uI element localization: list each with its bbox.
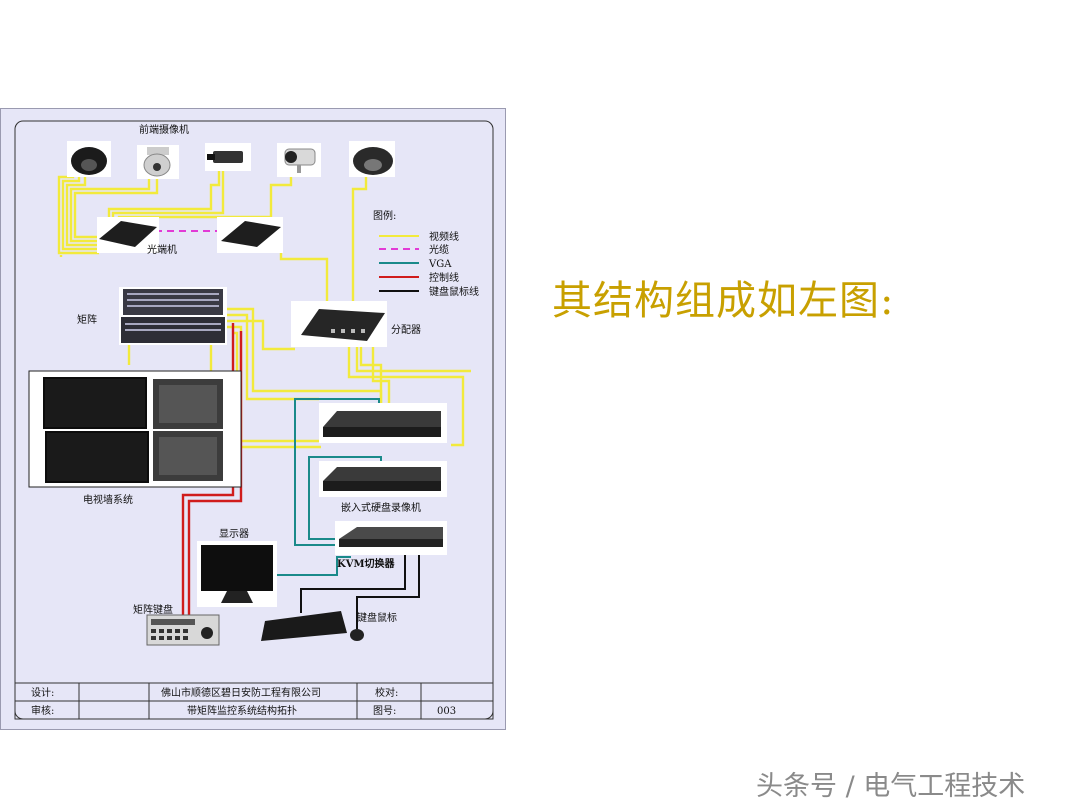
matrix-keyboard-icon xyxy=(146,614,220,646)
bullet-camera-icon xyxy=(277,143,321,177)
optical-transmitter-icon xyxy=(97,217,159,253)
label-dvr: 嵌入式硬盘录像机 xyxy=(341,501,421,514)
video-lines xyxy=(57,169,471,467)
title-block-company: 佛山市顺德区碧日安防工程有限公司 xyxy=(161,686,321,699)
lcd-monitor-icon xyxy=(45,431,149,483)
label-front-cameras: 前端摄像机 xyxy=(139,123,189,136)
optical-receiver-icon xyxy=(217,217,283,253)
title-block xyxy=(14,682,494,720)
watermark-text: 头条号 / 电气工程技术 xyxy=(756,771,1026,802)
title-block-review-label: 审核: xyxy=(31,704,54,717)
label-kvm: KVM切换器 xyxy=(337,557,396,570)
title-block-drawing-no: 003 xyxy=(437,706,456,717)
label-keyboard-mouse: 键盘鼠标 xyxy=(357,611,397,624)
tv-wall xyxy=(28,370,242,488)
front-cameras xyxy=(67,141,395,179)
topology-diagram: 前端摄像机 光端机 图例: 视频线 光缆 VGA 控制线 键盘鼠标线 xyxy=(14,120,494,720)
video-distributor-icon xyxy=(291,301,387,347)
keyboard-mouse-lines xyxy=(300,551,420,629)
label-optical-transceiver: 光端机 xyxy=(147,243,177,256)
speed-dome-camera-icon xyxy=(137,145,179,179)
legend-item-label: 键盘鼠标线 xyxy=(429,285,479,298)
diagram-frame: 前端摄像机 光端机 图例: 视频线 光缆 VGA 控制线 键盘鼠标线 xyxy=(0,108,506,730)
kvm-switch-icon xyxy=(335,521,447,555)
slide-caption: 其结构组成如左图: xyxy=(552,278,895,324)
legend-item-label: 光缆 xyxy=(429,243,449,256)
box-camera-icon xyxy=(205,143,251,171)
title-block-drawing-no-label: 图号: xyxy=(373,705,396,717)
title-block-drawing-title: 带矩阵监控系统结构拓扑 xyxy=(187,704,297,717)
label-matrix-keyboard: 矩阵键盘 xyxy=(133,603,173,616)
title-block-check-label: 校对: xyxy=(375,686,398,699)
legend-item-label: 视频线 xyxy=(429,230,459,243)
legend-title: 图例: xyxy=(373,209,396,222)
label-monitor: 显示器 xyxy=(219,528,249,540)
dvr-icon xyxy=(319,403,447,443)
label-tv-wall: 电视墙系统 xyxy=(83,493,133,506)
legend-item-label: VGA xyxy=(428,259,452,270)
legend-item-label: 控制线 xyxy=(429,271,459,284)
label-distributor: 分配器 xyxy=(391,324,421,336)
dome-camera-icon xyxy=(349,141,395,177)
legend: 图例: 视频线 光缆 VGA 控制线 键盘鼠标线 xyxy=(373,209,479,298)
dvr-icon xyxy=(319,461,447,497)
keyboard-mouse-icon xyxy=(261,611,364,641)
display-monitor-icon xyxy=(197,541,277,607)
matrix-switcher-icon xyxy=(119,287,227,345)
label-matrix: 矩阵 xyxy=(77,313,97,326)
vga-lines xyxy=(277,398,382,576)
dome-camera-icon xyxy=(67,141,111,177)
crt-monitor-icon xyxy=(153,379,223,429)
title-block-design-label: 设计: xyxy=(31,686,54,699)
lcd-monitor-icon xyxy=(43,377,147,429)
crt-monitor-icon xyxy=(153,431,223,481)
